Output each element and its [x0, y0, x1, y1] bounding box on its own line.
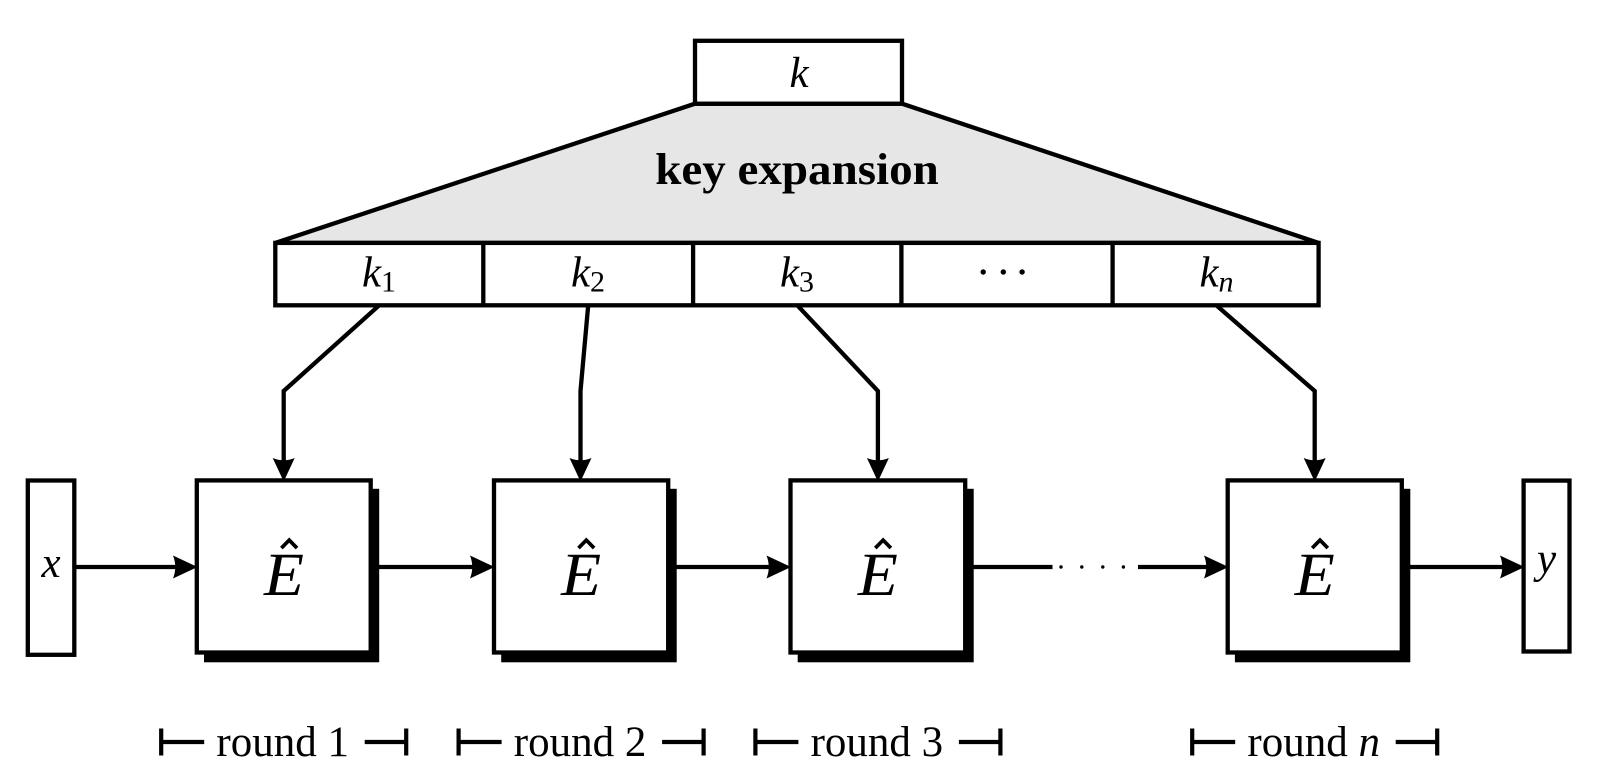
- svg-text:round n: round n: [1247, 719, 1380, 766]
- svg-text:round 1: round 1: [216, 719, 349, 766]
- svg-text:round 3: round 3: [811, 719, 944, 766]
- svg-text:E: E: [263, 542, 304, 609]
- svg-text:k1: k1: [362, 249, 396, 298]
- svg-text:round 2: round 2: [514, 719, 647, 766]
- svg-text:key expansion: key expansion: [655, 145, 939, 194]
- svg-text:k: k: [789, 50, 809, 97]
- svg-text:x: x: [40, 540, 60, 587]
- svg-text:E: E: [560, 542, 601, 609]
- svg-text:E: E: [1294, 542, 1335, 609]
- svg-text:E: E: [857, 542, 898, 609]
- svg-text:y: y: [1533, 535, 1557, 582]
